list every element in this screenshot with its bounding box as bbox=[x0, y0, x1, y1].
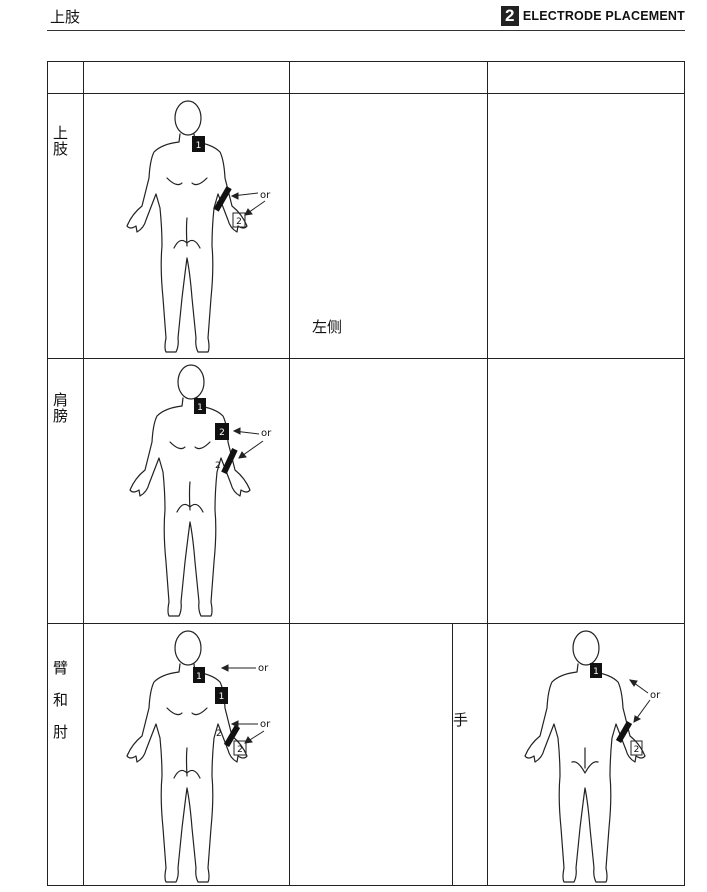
row-label-arm-elbow: 臂 和 肘 bbox=[53, 652, 77, 748]
electrode-label: 2 bbox=[634, 745, 640, 755]
chapter-number: 2 bbox=[500, 6, 519, 26]
section-title: 上肢 bbox=[50, 8, 81, 26]
electrode-label: 2 bbox=[216, 201, 222, 211]
electrode-label: 2 bbox=[216, 729, 222, 739]
electrode-label: 2 bbox=[219, 428, 225, 438]
electrode-label: 1 bbox=[196, 141, 202, 151]
placement-table: 上肢 肩膀 臂 和 肘 左侧 手 bbox=[47, 61, 685, 886]
row-label-text: 上肢 bbox=[53, 124, 69, 158]
column-divider bbox=[289, 62, 290, 885]
row-label-shoulder: 肩膀 bbox=[53, 392, 77, 424]
row-divider bbox=[48, 93, 684, 94]
column-divider bbox=[487, 62, 488, 885]
back-view-body-icon: 1 2 2 or bbox=[129, 364, 272, 617]
electrode-label: 1 bbox=[593, 667, 599, 677]
chapter-title: ELECTRODE PLACEMENT bbox=[522, 9, 685, 23]
row-label-text: 肩膀 bbox=[53, 391, 69, 425]
back-view-body-icon: 1 1 2 2 or or bbox=[126, 630, 271, 883]
row-divider bbox=[48, 358, 684, 359]
header-divider bbox=[47, 30, 685, 31]
back-view-body-icon: 1 2 2 or bbox=[126, 100, 271, 353]
or-text: or bbox=[258, 663, 269, 674]
or-text: or bbox=[260, 719, 271, 730]
chapter-heading: 2 ELECTRODE PLACEMENT bbox=[500, 6, 685, 26]
electrode-label: 1 bbox=[196, 672, 202, 682]
front-view-body-icon: 1 2 or bbox=[524, 630, 661, 883]
or-text: or bbox=[260, 190, 271, 201]
row-label-char: 肘 bbox=[53, 723, 69, 741]
electrode-label: 1 bbox=[219, 692, 225, 702]
left-side-note: 左侧 bbox=[312, 318, 343, 336]
row-label-char: 和 bbox=[53, 691, 69, 709]
electrode-label: 2 bbox=[215, 461, 221, 471]
column-divider bbox=[83, 62, 84, 885]
row-label-char: 臂 bbox=[53, 659, 69, 677]
hand-label: 手 bbox=[453, 711, 469, 729]
row-divider bbox=[48, 623, 684, 624]
electrode-label: 1 bbox=[197, 403, 203, 413]
column-divider bbox=[452, 623, 453, 885]
or-text: or bbox=[650, 690, 661, 701]
electrode-label: 2 bbox=[236, 217, 242, 227]
electrode-label: 2 bbox=[237, 745, 243, 755]
row-label-upper-limb: 上肢 bbox=[53, 125, 77, 157]
or-text: or bbox=[261, 428, 272, 439]
